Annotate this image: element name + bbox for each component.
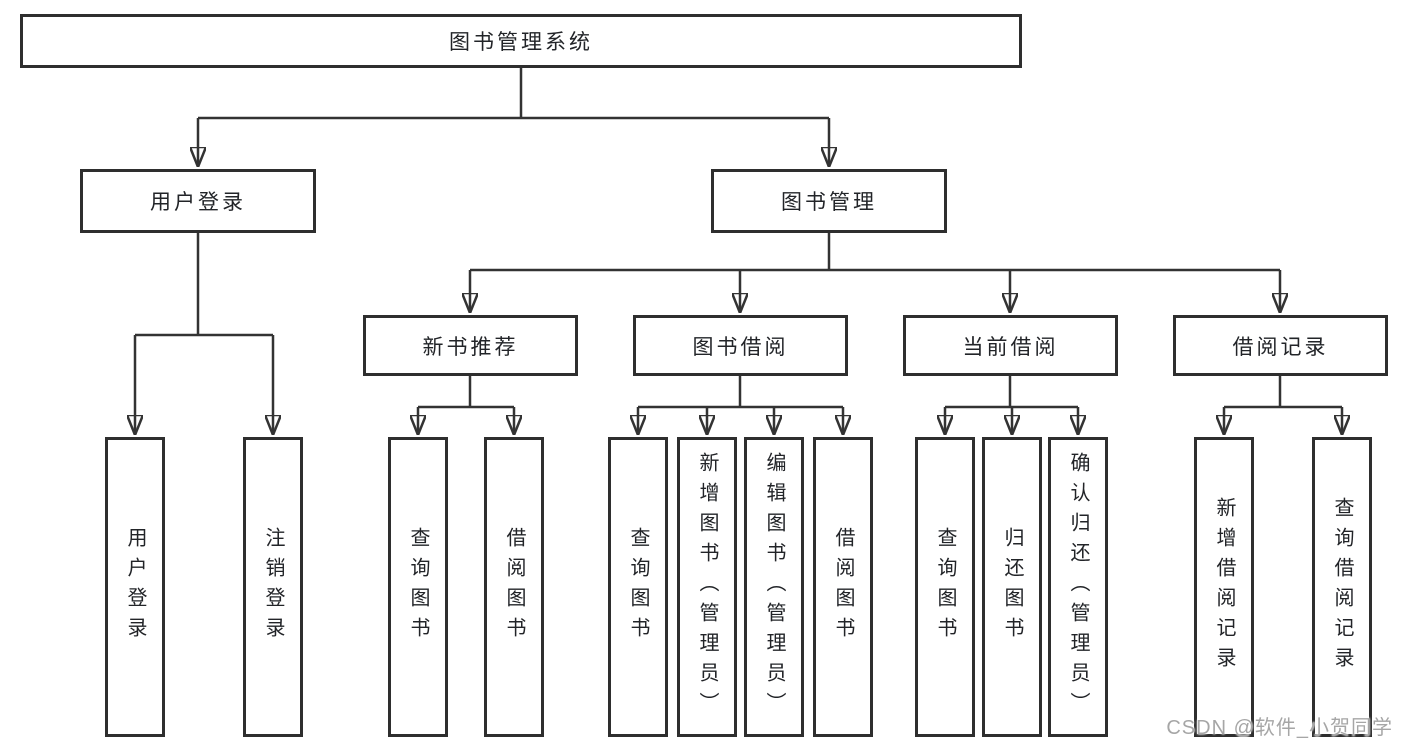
node-current-borrow: 当前借阅 bbox=[903, 315, 1118, 376]
node-book-borrow: 图书借阅 bbox=[633, 315, 848, 376]
csdn-watermark: CSDN @软件_小贺同学 bbox=[1166, 717, 1393, 739]
node-book-management: 图书管理 bbox=[711, 169, 947, 233]
node-label: 新增图书（管理员） bbox=[696, 452, 718, 722]
node-query-books-3: 查询图书 bbox=[915, 437, 975, 737]
node-library-management-system: 图书管理系统 bbox=[20, 14, 1022, 68]
node-new-book-recommend: 新书推荐 bbox=[363, 315, 578, 376]
node-user-login: 用户登录 bbox=[80, 169, 316, 233]
node-borrow-books-1: 借阅图书 bbox=[484, 437, 544, 737]
node-label: 确认归还（管理员） bbox=[1067, 452, 1089, 722]
node-label: 借阅图书 bbox=[832, 527, 854, 647]
node-borrow-books-2: 借阅图书 bbox=[813, 437, 873, 737]
node-query-books-2: 查询图书 bbox=[608, 437, 668, 737]
node-label: 用户登录 bbox=[124, 527, 146, 647]
node-add-borrow-record: 新增借阅记录 bbox=[1194, 437, 1254, 737]
node-label: 查询图书 bbox=[407, 527, 429, 647]
node-label: 查询图书 bbox=[934, 527, 956, 647]
node-borrow-record: 借阅记录 bbox=[1173, 315, 1388, 376]
node-logout: 注销登录 bbox=[243, 437, 303, 737]
node-user-login-action: 用户登录 bbox=[105, 437, 165, 737]
node-confirm-return-admin: 确认归还（管理员） bbox=[1048, 437, 1108, 737]
node-label: 查询借阅记录 bbox=[1331, 497, 1353, 677]
node-label: 查询图书 bbox=[627, 527, 649, 647]
node-label: 借阅图书 bbox=[503, 527, 525, 647]
node-label: 编辑图书（管理员） bbox=[763, 452, 785, 722]
node-label: 新增借阅记录 bbox=[1213, 497, 1235, 677]
node-label: 注销登录 bbox=[262, 527, 284, 647]
node-edit-books-admin: 编辑图书（管理员） bbox=[744, 437, 804, 737]
node-label: 归还图书 bbox=[1001, 527, 1023, 647]
node-query-borrow-record: 查询借阅记录 bbox=[1312, 437, 1372, 737]
node-query-books-1: 查询图书 bbox=[388, 437, 448, 737]
node-return-books: 归还图书 bbox=[982, 437, 1042, 737]
node-add-books-admin: 新增图书（管理员） bbox=[677, 437, 737, 737]
